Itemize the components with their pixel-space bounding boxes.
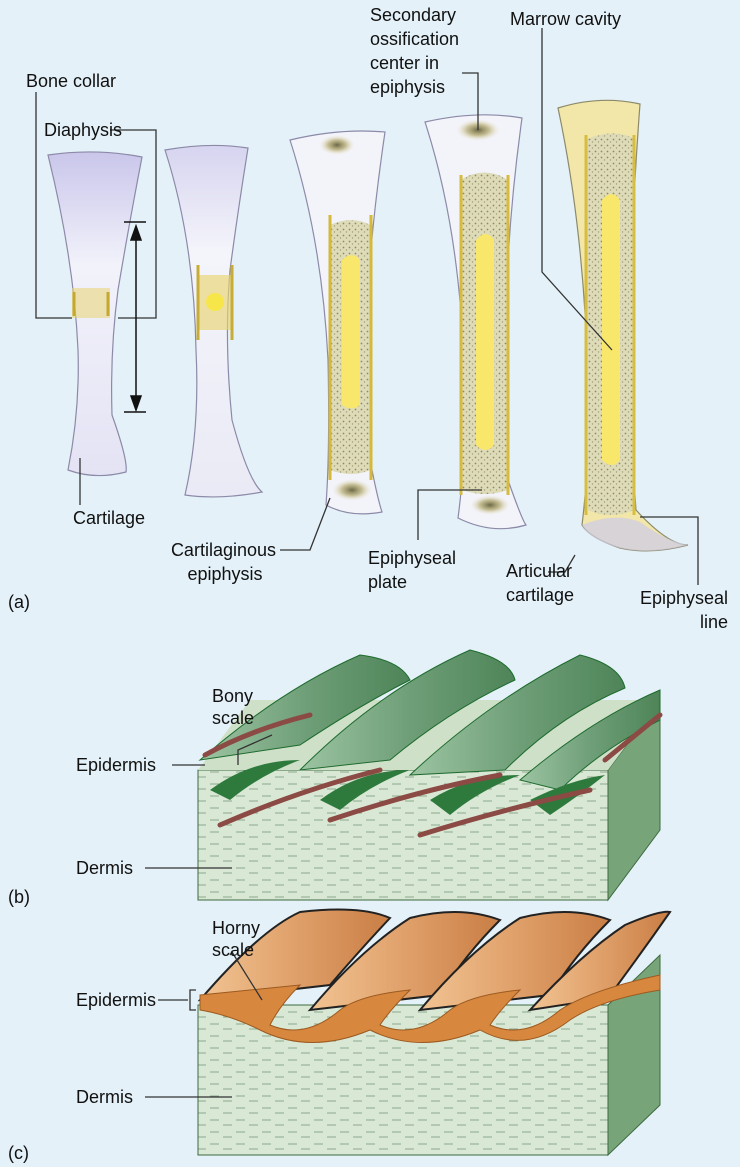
label-secondary-line4: epiphysis [370,77,445,98]
label-epiphyseal-line-line1: Epiphyseal [600,588,728,609]
label-epiphyseal-plate-line1: Epiphyseal [368,548,456,569]
epidermis-bracket-c [190,990,196,1010]
label-dermis-c: Dermis [76,1087,133,1108]
label-articular-line1: Articular [506,561,572,582]
label-horny-scale-line2: scale [212,940,254,961]
label-epidermis-c: Epidermis [76,990,156,1011]
diaphysis-length-arrow [124,222,146,412]
label-epiphyseal-plate-line2: plate [368,572,407,593]
leader-cartilaginous-epiphysis [280,498,330,550]
panel-a-bones [36,28,698,585]
label-bony-scale-line1: Bony [212,686,253,707]
panel-b-tag: (b) [8,887,30,908]
bone-stage-1 [48,152,142,476]
label-secondary-line1: Secondary [370,5,456,26]
label-marrow-cavity: Marrow cavity [510,9,621,30]
label-bony-scale-line2: scale [212,708,254,729]
bone-stage-2 [165,145,262,496]
panel-a-tag: (a) [8,592,30,613]
bone-stage-5 [558,100,688,551]
label-cartilage: Cartilage [73,508,145,529]
bone-stage-3 [290,131,385,514]
label-horny-scale-line1: Horny [212,918,260,939]
dermis-block-b-front [198,770,608,900]
label-articular-line2: cartilage [506,585,574,606]
label-secondary-line3: center in [370,53,439,74]
label-epiphyseal-line-line2: line [600,612,728,633]
bone-stage-4 [425,115,526,529]
panel-b-skin [198,650,660,900]
label-dermis-b: Dermis [76,858,133,879]
panel-c-tag: (c) [8,1143,29,1164]
label-bone-collar: Bone collar [26,71,116,92]
panel-c-skin [198,910,670,1155]
label-secondary-line2: ossification [370,29,459,50]
label-cartilaginous-line1: Cartilaginous [126,540,276,561]
label-epidermis-b: Epidermis [76,755,156,776]
label-diaphysis: Diaphysis [44,120,122,141]
label-cartilaginous-line2: epiphysis [160,564,290,585]
